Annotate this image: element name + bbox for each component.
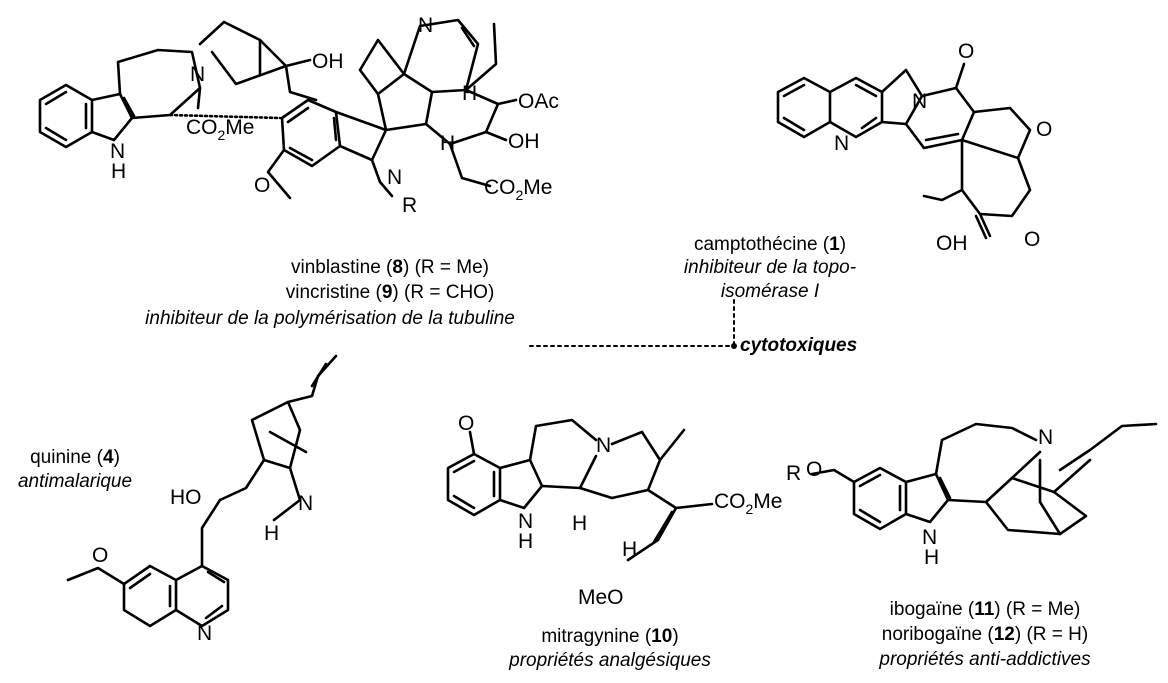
vinblastine-structure <box>38 18 518 200</box>
atom-h-vindoline-top: H <box>462 82 477 105</box>
caption-camptothecine-activity-2: isomérase I <box>720 281 820 302</box>
caption-ibogaine-activity: propriétés anti-addictives <box>879 649 1091 670</box>
label-cytotoxiques: cytotoxiques <box>740 335 858 356</box>
atom-o-ibogaine: O <box>806 458 822 481</box>
atom-n-vinblastine: N <box>190 63 205 86</box>
caption-vinblastine: vinblastine (8) (R = Me) <box>290 257 489 278</box>
atom-o-methoxy-vindoline: O <box>254 174 270 197</box>
atom-oac-vindoline: OAc <box>518 90 559 113</box>
atom-n-vindoline-r: N <box>387 166 402 189</box>
atom-meo-mitragynine: MeO <box>578 586 624 609</box>
atom-n-camptothecine-2: N <box>834 132 849 155</box>
caption-camptothecine-activity-1: inhibiteur de la topo- <box>683 257 857 278</box>
atom-o-lactone-carbonyl: O <box>1024 228 1040 251</box>
caption-vincristine: vincristine (9) (R = CHO) <box>285 282 495 303</box>
caption-camptothecine: camptothécine (1) <box>693 234 847 255</box>
atom-n-quinine: N <box>298 492 313 515</box>
caption-vinblastine-activity: inhibiteur de la polymérisation de la tu… <box>145 308 515 329</box>
caption-noribogaine: noribogaïne (12) (R = H) <box>881 624 1089 645</box>
atom-n-ibogaine: N <box>1038 426 1053 449</box>
atom-nh-n-vinblastine: N <box>110 140 125 163</box>
camptothecine-structure <box>776 60 1032 240</box>
atom-nh-h-ibogaine: H <box>924 546 939 569</box>
mitragynine-structure <box>446 418 714 562</box>
ibogaine-structure <box>810 422 1158 536</box>
atom-oh-vindoline: OH <box>508 130 540 153</box>
atom-o-carbonyl-camptothecine: O <box>958 40 974 63</box>
caption-mitragynine-activity: propriétés analgésiques <box>509 650 711 671</box>
caption-quinine-activity: antimalarique <box>17 471 133 492</box>
atom-o-lactone-camptothecine: O <box>1036 118 1052 141</box>
atom-o-quinine: O <box>92 544 108 567</box>
caption-quinine: quinine (4) <box>30 447 120 468</box>
atom-nh-n-ibogaine: N <box>922 526 937 549</box>
atom-oh-vinblastine: OH <box>312 50 344 73</box>
atom-nh-h-mitragynine: H <box>518 530 533 553</box>
atom-oh-camptothecine: OH <box>936 232 968 255</box>
atom-co2me-mitragynine: CO2Me <box>714 490 782 517</box>
atom-r-vindoline: R <box>402 194 417 217</box>
atom-h-mitragynine-2: H <box>622 538 637 561</box>
atom-h-quinine: H <box>264 522 279 545</box>
atom-co2me-vinblastine: CO2Me <box>186 116 254 143</box>
atom-n-quinoline: N <box>197 622 212 645</box>
atom-h-vindoline-mid: H <box>440 132 455 155</box>
atom-n-vindoline: N <box>418 14 433 37</box>
atom-nh-h-vinblastine: H <box>111 160 126 183</box>
atom-r-ibogaine: R <box>786 462 801 485</box>
atom-ho-quinine: HO <box>170 486 202 509</box>
atom-o-mitragynine: O <box>458 412 474 435</box>
atom-co2me-vindoline: CO2Me <box>484 176 552 203</box>
atom-h-mitragynine-1: H <box>572 512 587 535</box>
atom-n-camptothecine-1: N <box>912 90 927 113</box>
atom-nh-n-mitragynine: N <box>518 510 533 533</box>
connector-node <box>731 343 737 349</box>
caption-mitragynine: mitragynine (10) <box>541 626 679 647</box>
atom-n-mitragynine: N <box>596 434 611 457</box>
quinine-structure <box>66 354 338 628</box>
caption-ibogaine: ibogaïne (11) (R = Me) <box>889 599 1081 620</box>
